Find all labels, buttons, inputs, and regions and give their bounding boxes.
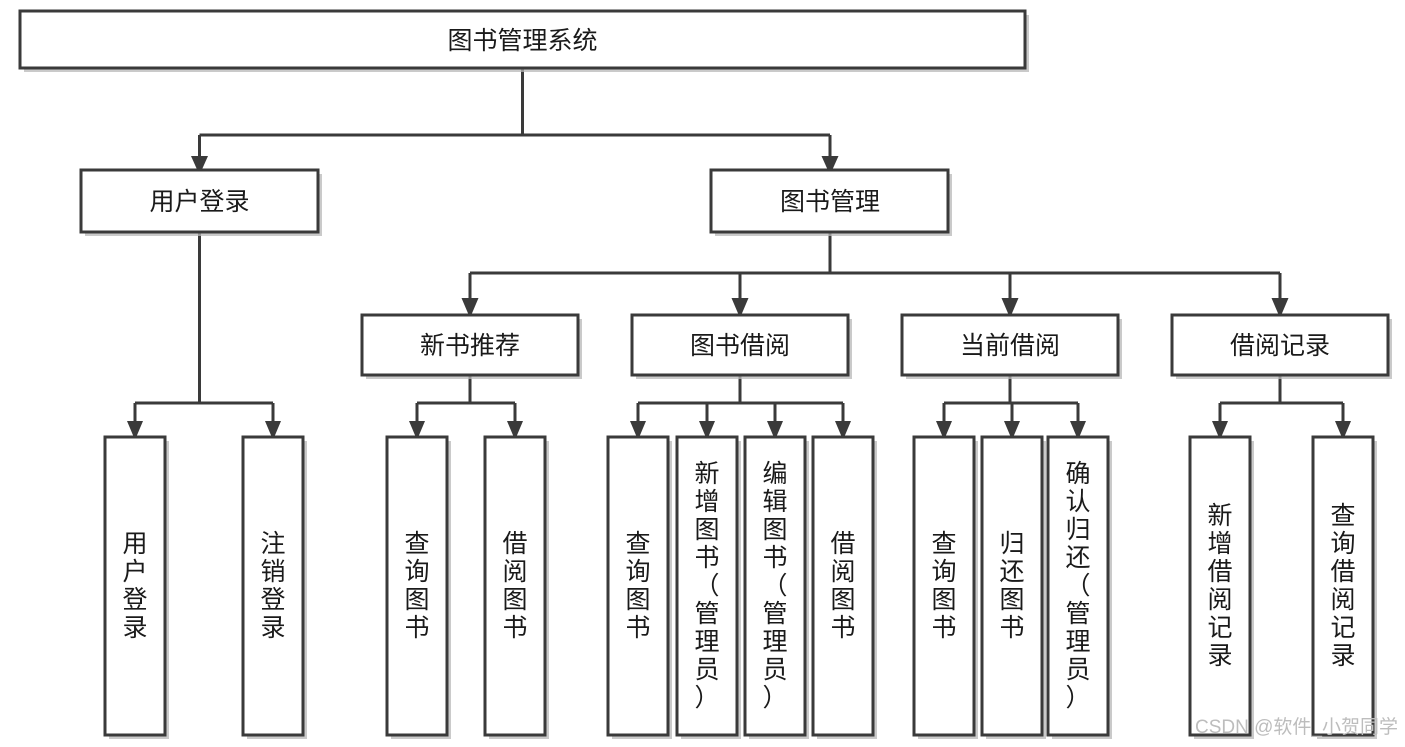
arrow-icon-to-book-borrow [731, 298, 749, 318]
node-leaf-query-book-3-box [912, 435, 976, 737]
node-leaf-add-book[interactable]: 新增图书（管理员） [675, 435, 741, 739]
node-new-book-rec-label: 新书推荐 [420, 332, 520, 360]
node-leaf-user-login-box [103, 435, 167, 737]
connector-book-borrow-trunk [636, 375, 845, 423]
arrow-icon-to-leaf-edit-book [767, 421, 783, 440]
node-book-borrow-label: 图书借阅 [690, 332, 790, 360]
arrow-icon-to-leaf-confirm-return [1070, 421, 1086, 440]
node-book-manage-box [709, 168, 950, 234]
node-leaf-borrow-book-1-box [483, 435, 547, 737]
node-borrow-record-box [1170, 313, 1390, 377]
node-leaf-return-book-box [980, 435, 1044, 737]
node-leaf-user-login-label: 用户登录 [122, 530, 147, 642]
node-leaf-user-login[interactable]: 用户登录 [103, 435, 169, 739]
arrow-icon-to-leaf-user-logout [265, 421, 281, 440]
arrow-icon-to-leaf-borrow-book-1 [507, 421, 523, 440]
connector-book-manage-trunk [468, 232, 1282, 300]
node-leaf-user-logout-box [241, 435, 305, 737]
node-leaf-edit-book-box [743, 435, 807, 737]
node-leaf-query-book-2[interactable]: 查询图书 [606, 435, 672, 739]
node-leaf-query-book-2-box [606, 435, 670, 737]
node-borrow-record-label: 借阅记录 [1230, 332, 1330, 360]
node-borrow-record[interactable]: 借阅记录 [1170, 313, 1392, 379]
node-leaf-return-book-label: 归还图书 [999, 530, 1024, 642]
connector-user-login-trunk [133, 232, 275, 423]
arrow-icon-to-leaf-add-book [699, 421, 715, 440]
node-current-borrow-label: 当前借阅 [960, 332, 1060, 360]
arrow-icon-to-new-book-rec [461, 298, 479, 318]
node-book-borrow-box [630, 313, 850, 377]
node-root[interactable]: 图书管理系统 [18, 9, 1029, 72]
node-root-label: 图书管理系统 [447, 27, 597, 55]
node-leaf-confirm-return-label: 确认归还（管理员） [1065, 460, 1090, 712]
node-leaf-return-book[interactable]: 归还图书 [980, 435, 1046, 739]
arrow-icon-to-leaf-query-record [1335, 421, 1351, 440]
node-leaf-add-book-label: 新增图书（管理员） [694, 460, 719, 712]
node-current-borrow[interactable]: 当前借阅 [900, 313, 1122, 379]
node-leaf-query-book-1-box [385, 435, 449, 737]
node-current-borrow-box [900, 313, 1120, 377]
node-book-borrow[interactable]: 图书借阅 [630, 313, 852, 379]
arrow-icon-to-user-login [191, 156, 208, 175]
node-leaf-edit-book-label: 编辑图书（管理员） [762, 460, 787, 712]
node-leaf-query-record[interactable]: 查询借阅记录 [1311, 435, 1377, 739]
csdn-watermark: CSDN @软件_小贺同学 [1195, 716, 1398, 738]
node-leaf-edit-book[interactable]: 编辑图书（管理员） [743, 435, 809, 739]
arrow-icon-to-leaf-query-book-1 [409, 421, 425, 440]
node-leaf-query-book-1[interactable]: 查询图书 [385, 435, 451, 739]
node-new-book-rec-box [360, 313, 580, 377]
node-leaf-add-record-box [1188, 435, 1252, 737]
node-user-login-label: 用户登录 [149, 188, 249, 216]
node-user-login-box [79, 168, 320, 234]
node-leaf-borrow-book-1-label: 借阅图书 [502, 530, 527, 642]
arrow-icon-to-borrow-record [1271, 298, 1289, 318]
node-user-login[interactable]: 用户登录 [79, 168, 322, 236]
node-root-box [18, 9, 1027, 70]
node-leaf-user-logout[interactable]: 注销登录 [241, 435, 307, 739]
node-leaf-query-book-3[interactable]: 查询图书 [912, 435, 978, 739]
connector-borrow-record-trunk [1218, 375, 1345, 423]
node-leaf-user-logout-label: 注销登录 [260, 530, 285, 642]
arrowhead-layer [127, 156, 1351, 440]
node-leaf-add-record[interactable]: 新增借阅记录 [1188, 435, 1254, 739]
node-leaf-confirm-return[interactable]: 确认归还（管理员） [1046, 435, 1112, 739]
node-leaf-query-book-2-label: 查询图书 [625, 530, 650, 642]
node-book-manage[interactable]: 图书管理 [709, 168, 952, 236]
node-book-manage-label: 图书管理 [780, 188, 880, 216]
node-leaf-query-book-3-label: 查询图书 [931, 530, 956, 642]
arrow-icon-to-leaf-add-record [1212, 421, 1228, 440]
node-leaf-borrow-book-2[interactable]: 借阅图书 [811, 435, 877, 739]
connector-layer [133, 68, 1345, 423]
node-leaf-query-record-label: 查询借阅记录 [1330, 502, 1355, 670]
arrow-icon-to-leaf-return-book [1004, 421, 1020, 440]
arrow-icon-to-current-borrow [1001, 298, 1019, 318]
node-leaf-add-book-box [675, 435, 739, 737]
arrow-icon-to-leaf-borrow-book-2 [835, 421, 851, 440]
node-leaf-query-record-box [1311, 435, 1375, 737]
node-leaf-confirm-return-box [1046, 435, 1110, 737]
node-leaf-borrow-book-2-label: 借阅图书 [830, 530, 855, 642]
connector-root-trunk [198, 68, 832, 158]
node-new-book-rec[interactable]: 新书推荐 [360, 313, 582, 379]
node-leaf-borrow-book-1[interactable]: 借阅图书 [483, 435, 549, 739]
node-leaf-add-record-label: 新增借阅记录 [1207, 502, 1232, 670]
node-leaf-borrow-book-2-box [811, 435, 875, 737]
node-leaf-query-book-1-label: 查询图书 [404, 530, 429, 642]
connector-new-book-rec-trunk [415, 375, 517, 423]
arrow-icon-to-book-manage [821, 156, 839, 175]
arrow-icon-to-leaf-query-book-3 [936, 421, 952, 440]
arrow-icon-to-leaf-user-login [127, 421, 143, 440]
connector-current-borrow-trunk [942, 375, 1080, 423]
arrow-icon-to-leaf-query-book-2 [630, 421, 646, 440]
leaf-node-layer: 用户登录 注销登录 查询图书 借阅图书 查询图书 新增图书（管理员） 编辑图书（管理员） 借阅… [103, 435, 1377, 739]
